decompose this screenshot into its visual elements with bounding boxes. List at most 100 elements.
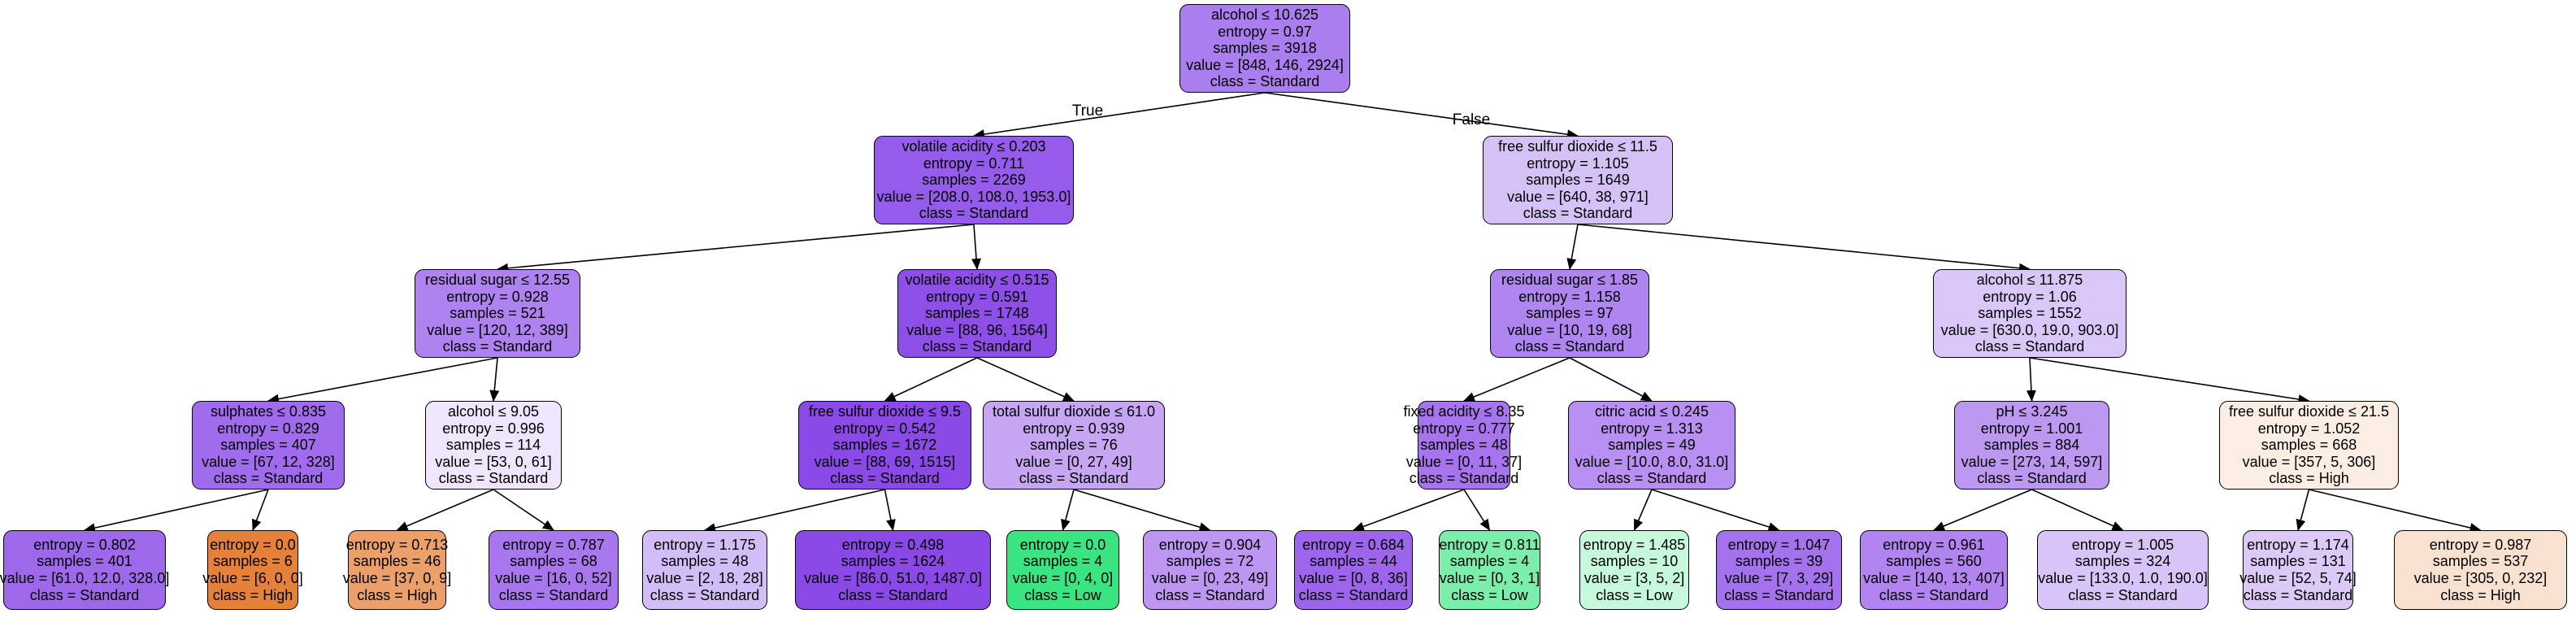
node-line: class = Standard <box>1210 73 1320 90</box>
edge-n2-n6 <box>1577 224 2031 273</box>
node-line: class = Standard <box>1019 470 1129 487</box>
edge-n7-n16 <box>252 489 269 531</box>
node-line: samples = 4 <box>1023 553 1103 570</box>
node-line: value = [630.0, 19.0, 903.0] <box>1940 321 2119 338</box>
edge-n9-n20 <box>884 489 896 531</box>
node-line: class = Standard <box>838 586 948 603</box>
node-line: samples = 6 <box>213 553 293 570</box>
node-line: value = [120, 12, 389] <box>427 321 568 338</box>
node-line: value = [3, 5, 2] <box>1583 570 1685 586</box>
edge-n5-n11 <box>1463 357 1570 402</box>
node-line: samples = 324 <box>2074 553 2171 570</box>
node-line: samples = 48 <box>1420 437 1508 454</box>
node-line: samples = 1552 <box>1978 305 2082 322</box>
node-line: entropy = 0.542 <box>833 420 936 437</box>
node-line: entropy = 0.0 <box>210 536 296 553</box>
node-line: class = Standard <box>1724 586 1834 603</box>
node-line: class = High <box>357 586 437 603</box>
node-line: entropy = 0.904 <box>1158 536 1262 553</box>
node-line: samples = 68 <box>510 553 597 570</box>
node-line: samples = 131 <box>2250 553 2346 570</box>
node-line: class = Low <box>1596 586 1673 603</box>
node-line: residual sugar ≤ 12.55 <box>425 272 570 289</box>
node-line: value = [52, 5, 74] <box>2239 570 2357 586</box>
node-line: entropy = 0.987 <box>2429 536 2532 553</box>
node-line: class = Standard <box>1514 338 1625 355</box>
node-line: entropy = 0.829 <box>217 420 319 437</box>
node-line: value = [357, 5, 306] <box>2242 453 2376 470</box>
node-line: samples = 4 <box>1449 553 1530 570</box>
node-line: value = [67, 12, 328] <box>202 453 335 470</box>
node-line: class = Standard <box>1879 586 1989 603</box>
node-line: entropy = 0.711 <box>923 154 1025 172</box>
node-line: alcohol ≤ 9.05 <box>448 403 539 420</box>
node-line: residual sugar ≤ 1.85 <box>1501 272 1638 289</box>
node-line: samples = 114 <box>445 437 541 454</box>
node-line: class = Standard <box>919 205 1029 222</box>
edge-n13-n27 <box>1933 489 2032 531</box>
node-line: value = [133.0, 1.0, 190.0] <box>2038 570 2208 586</box>
node-line: samples = 537 <box>2432 553 2529 570</box>
edge-n3-n8 <box>489 357 500 402</box>
false-branch-label: False <box>1452 111 1491 128</box>
node-line: class = Standard <box>1523 205 1633 222</box>
edge-n3-n7 <box>267 357 498 404</box>
node-line: class = Low <box>1451 586 1528 603</box>
node-line: class = Standard <box>2068 586 2178 603</box>
node-line: samples = 44 <box>1310 553 1397 570</box>
node-line: samples = 1624 <box>841 553 945 570</box>
edge-n9-n19 <box>704 489 885 533</box>
node-line: value = [88, 96, 1564] <box>906 321 1048 338</box>
node-line: samples = 1748 <box>925 305 1029 322</box>
node-line: samples = 407 <box>220 437 316 454</box>
node-line: pH ≤ 3.245 <box>1996 403 2068 420</box>
node-line: samples = 668 <box>2261 437 2357 454</box>
node-line: value = [53, 0, 61] <box>435 453 552 470</box>
node-line: class = Low <box>1024 586 1101 603</box>
node-line: samples = 10 <box>1590 553 1679 570</box>
edge-n0-n1 <box>973 92 1266 140</box>
edge-n6-n14 <box>2029 357 2310 404</box>
node-line: alcohol ≤ 10.625 <box>1211 7 1318 24</box>
node-line: class = Standard <box>649 586 760 603</box>
node-line: value = [7, 3, 29] <box>1724 570 1834 586</box>
node-line: value = [640, 38, 971] <box>1507 188 1649 205</box>
node-line: value = [0, 3, 1] <box>1439 570 1540 586</box>
node-line: entropy = 0.777 <box>1413 420 1515 437</box>
node-line: samples = 560 <box>1886 553 1982 570</box>
edge-n2-n5 <box>1566 224 1579 270</box>
node-line: entropy = 1.158 <box>1518 288 1621 305</box>
node-line: samples = 72 <box>1166 553 1254 570</box>
edge-n10-n21 <box>1061 489 1075 531</box>
node-line: samples = 2269 <box>922 172 1026 189</box>
node-line: entropy = 0.928 <box>446 288 549 305</box>
node-line: value = [0, 8, 36] <box>1299 570 1408 586</box>
node-line: entropy = 0.713 <box>345 536 449 553</box>
node-line: value = [305, 0, 232] <box>2413 570 2548 586</box>
node-line: class = High <box>212 586 293 603</box>
node-line: value = [208.0, 108.0, 1953.0] <box>876 188 1071 205</box>
node-line: class = Standard <box>2243 586 2353 603</box>
node-line: entropy = 0.0 <box>1019 536 1106 553</box>
node-line: value = [6, 0, 0] <box>202 570 303 586</box>
